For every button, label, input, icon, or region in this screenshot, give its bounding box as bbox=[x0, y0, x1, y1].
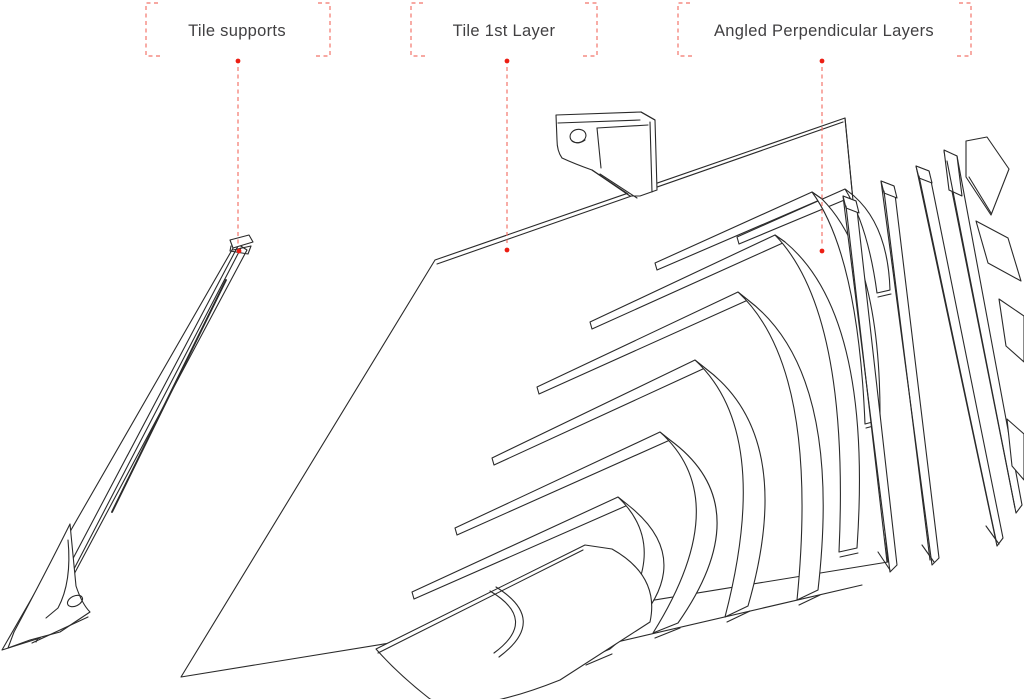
leader-dot bbox=[819, 248, 825, 254]
drawing-line bbox=[975, 220, 1022, 282]
bracket-body bbox=[555, 111, 658, 197]
tile-mounting-bracket bbox=[555, 111, 658, 199]
drawing-line bbox=[31, 616, 89, 644]
drawing-line bbox=[596, 127, 602, 169]
drawing-line bbox=[985, 525, 1000, 545]
label-bracket-left bbox=[677, 2, 692, 57]
annotation-brackets bbox=[145, 2, 972, 244]
drawing-line bbox=[585, 653, 613, 666]
drawing-line bbox=[946, 160, 1016, 509]
drawing-line bbox=[798, 594, 821, 606]
tile-support-strut bbox=[1, 234, 254, 651]
drawing-line bbox=[921, 544, 935, 563]
tube-fin bbox=[375, 544, 653, 699]
drawing-line bbox=[557, 119, 641, 124]
drawing-line bbox=[774, 234, 861, 553]
drawing-line bbox=[649, 121, 653, 193]
drawing-line bbox=[571, 139, 586, 144]
drawing-line bbox=[694, 359, 766, 618]
strut-shadow-edge bbox=[111, 279, 227, 513]
leader-dot bbox=[819, 58, 825, 64]
drawing-line bbox=[998, 298, 1024, 363]
label-bracket-left bbox=[410, 2, 425, 57]
drawing-line bbox=[583, 496, 665, 661]
leader-dot bbox=[504, 58, 510, 64]
label-tile-1st-layer: Tile 1st Layer bbox=[453, 22, 556, 40]
label-bracket-right bbox=[583, 2, 598, 57]
label-tile-supports: Tile supports bbox=[188, 22, 286, 40]
drawing-line bbox=[599, 173, 638, 199]
ink-drawing bbox=[1, 111, 1024, 699]
drawing-line bbox=[883, 190, 931, 561]
drawing-line bbox=[596, 124, 649, 129]
label-bracket-right bbox=[316, 2, 331, 57]
drawing-line bbox=[375, 544, 653, 699]
drawing-line bbox=[842, 195, 860, 214]
leader-dot bbox=[235, 58, 241, 64]
annotation-labels: Tile supports Tile 1st Layer Angled Perp… bbox=[188, 22, 934, 40]
label-bracket-left bbox=[145, 2, 160, 57]
drawing-line bbox=[844, 188, 891, 294]
support-foot-gusset bbox=[7, 523, 91, 649]
support-tip-cap bbox=[229, 234, 254, 249]
label-bracket-right bbox=[957, 2, 972, 57]
drawing-line bbox=[495, 586, 524, 658]
support-bolt-hole bbox=[66, 594, 84, 608]
drawing-line bbox=[968, 176, 992, 214]
drawing-line bbox=[640, 111, 656, 121]
drawing-line bbox=[652, 431, 718, 634]
drawing-line bbox=[737, 291, 824, 601]
drawing-line bbox=[726, 610, 751, 623]
drawing-line bbox=[45, 539, 70, 619]
drawing-line bbox=[877, 551, 891, 571]
drawing-line bbox=[1006, 418, 1024, 481]
drawing-line bbox=[489, 590, 517, 654]
drawing-line bbox=[591, 169, 629, 195]
drawing-line bbox=[654, 627, 681, 639]
drawing-line bbox=[232, 245, 252, 251]
drawing-line bbox=[915, 165, 933, 184]
drawing-line bbox=[965, 136, 1010, 216]
label-angled-perpendicular-layers: Angled Perpendicular Layers bbox=[714, 22, 934, 40]
drawing-line bbox=[918, 175, 997, 541]
annotation-dots bbox=[235, 58, 825, 254]
leader-dot bbox=[504, 247, 510, 253]
curved-fins bbox=[411, 188, 892, 666]
drawing-line bbox=[880, 180, 898, 199]
drawing-line bbox=[377, 549, 584, 654]
angled-perpendicular-layer-strips bbox=[842, 136, 1024, 573]
leader-dot bbox=[236, 248, 242, 254]
drawing-line bbox=[845, 205, 888, 563]
drawing-line bbox=[943, 149, 963, 197]
drawing-line bbox=[877, 293, 892, 298]
drawing-line bbox=[839, 552, 859, 558]
